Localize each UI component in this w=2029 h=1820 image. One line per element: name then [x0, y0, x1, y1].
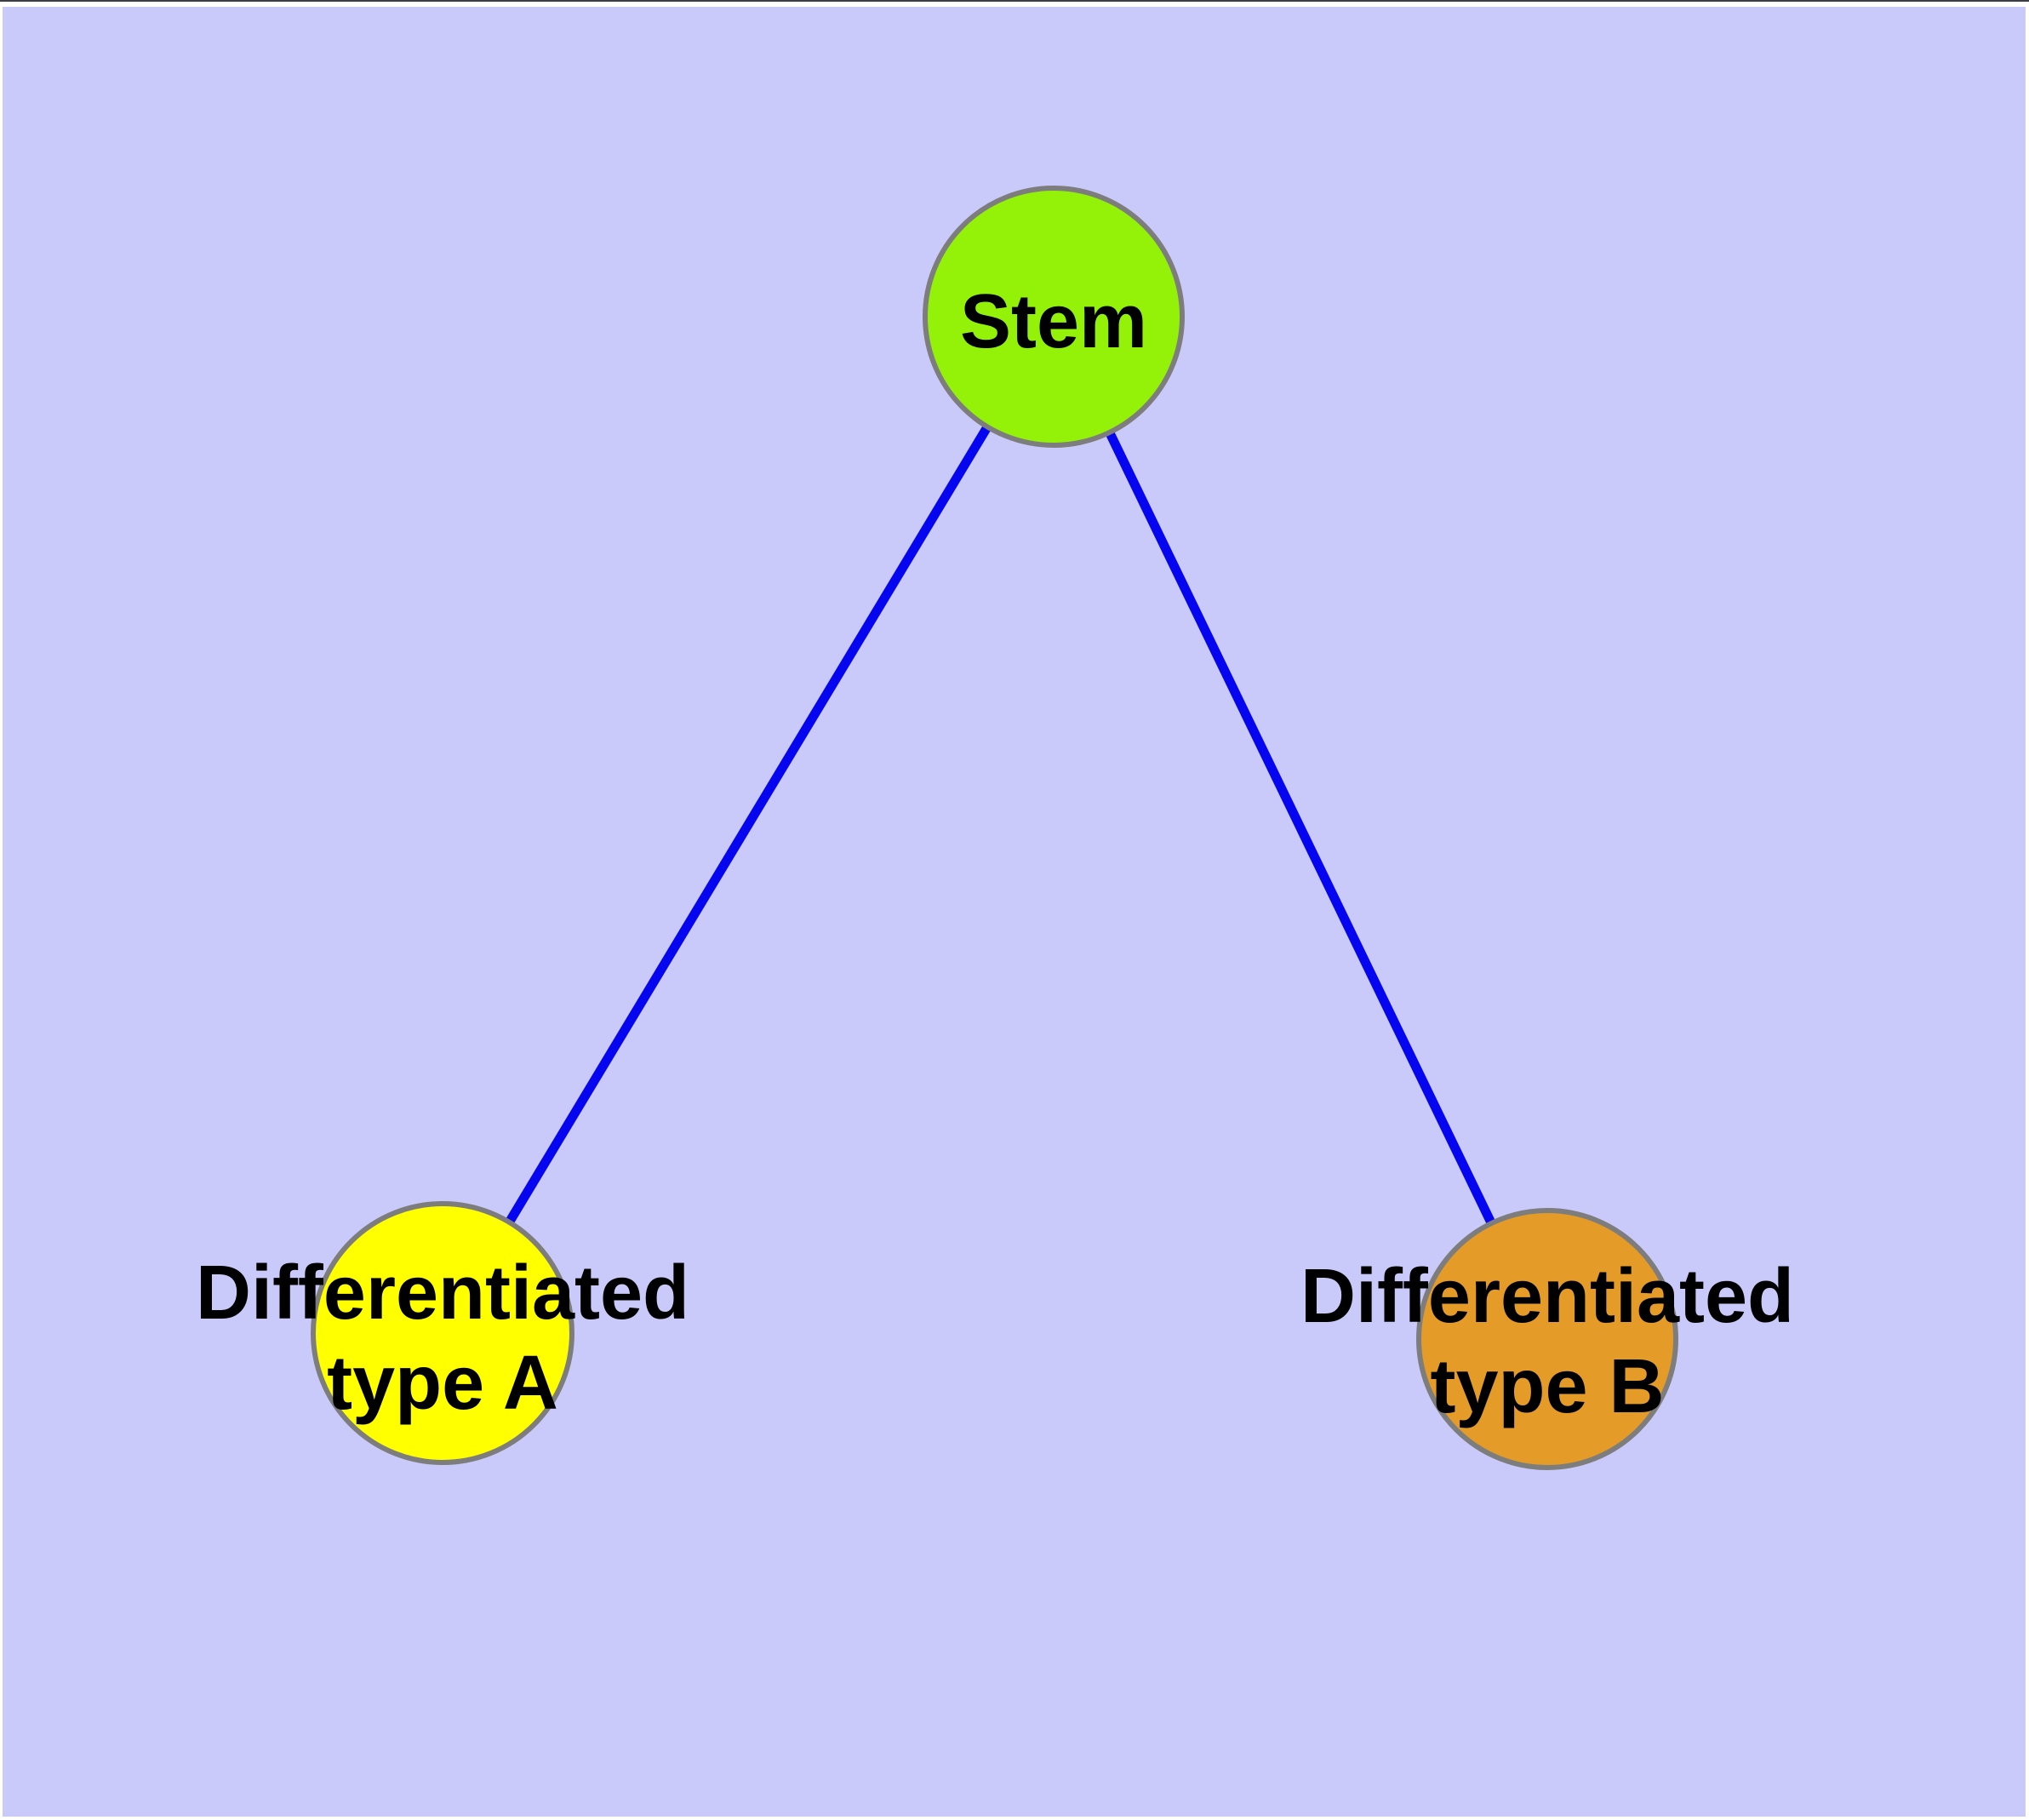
node-stem — [923, 186, 1185, 448]
edge-stem-to-type-a — [438, 314, 1058, 1336]
graph-canvas: Stem Differentiated type A Differentiate… — [3, 7, 2026, 1817]
node-type-b-label-line1: Differentiated — [1300, 1254, 1794, 1339]
edge-stem-to-type-b — [1049, 314, 1552, 1342]
node-stem-label: Stem — [960, 279, 1147, 364]
node-differentiated-type-a — [311, 1201, 574, 1465]
node-differentiated-type-b — [1416, 1208, 1678, 1470]
node-type-b-label-line2: type B — [1430, 1344, 1664, 1429]
window-top-hairline — [0, 0, 2029, 2]
node-type-a-label-line1: Differentiated — [196, 1251, 689, 1336]
node-type-a-label-line2: type A — [327, 1341, 558, 1426]
graph-svg: Stem Differentiated type A Differentiate… — [196, 186, 1794, 1470]
